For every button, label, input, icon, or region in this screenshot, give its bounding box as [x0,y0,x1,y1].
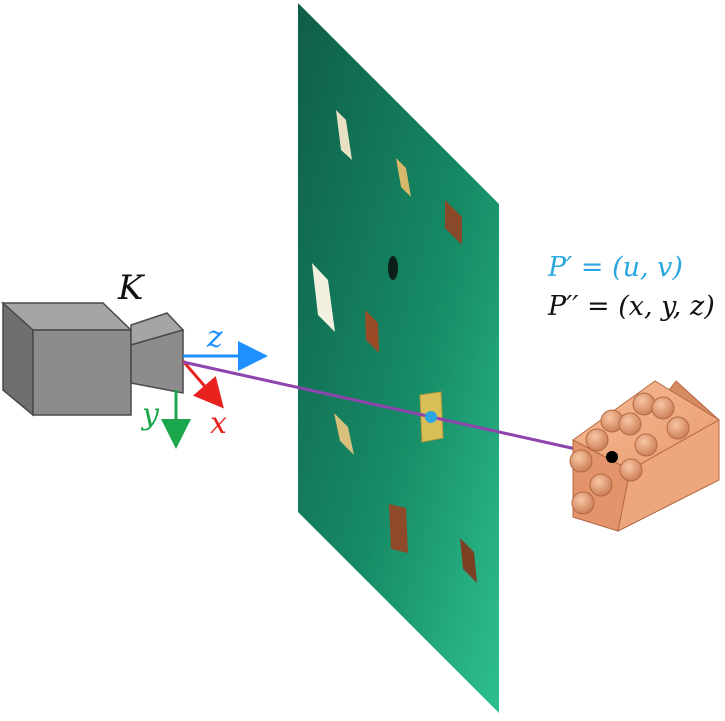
projected-point [425,411,437,423]
world-point [606,451,618,463]
camera-icon [1,301,185,417]
lego-brick-icon [569,380,720,532]
projected-point-label: P′ = (u, v) [547,252,683,283]
x-axis-arrow [181,360,224,409]
world-point-label: P′′ = (x, y, z) [547,291,715,322]
camera-label: K [117,268,146,308]
y-axis-label: y [140,397,160,432]
projection-ray [182,360,613,459]
image-plane [298,3,499,713]
x-axis-label: x [210,406,227,441]
z-axis-label: z [206,320,223,355]
projected-bricks [312,110,477,583]
